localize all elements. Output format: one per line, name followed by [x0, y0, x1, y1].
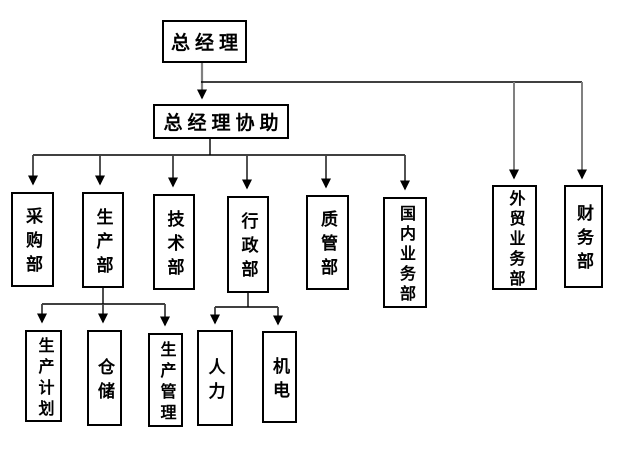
node-domestic-business-dept: 国内业务部 — [383, 197, 427, 308]
node-warehouse: 仓储 — [87, 330, 122, 426]
node-purchasing-dept: 采购部 — [11, 192, 54, 287]
node-technology-dept: 技术部 — [153, 194, 195, 290]
node-admin-dept: 行政部 — [227, 196, 269, 293]
node-label: 总经理协助 — [163, 113, 284, 134]
node-label: 生产部 — [93, 207, 113, 280]
node-mechanical-electrical: 机电 — [262, 331, 297, 423]
node-finance-dept: 财务部 — [564, 185, 603, 288]
node-label: 质管部 — [318, 210, 337, 282]
node-label: 人力 — [205, 357, 225, 406]
node-label: 总经理 — [170, 33, 243, 54]
node-label: 仓储 — [95, 357, 114, 406]
node-production-dept: 生产部 — [82, 192, 124, 288]
node-gm-assistant: 总经理协助 — [153, 104, 289, 139]
node-production-planning: 生产计划 — [25, 330, 62, 422]
connector-assistant-rail — [28, 139, 410, 191]
node-label: 采购部 — [23, 207, 42, 279]
node-label: 外贸业务部 — [506, 189, 524, 290]
node-label: 国内业务部 — [397, 204, 414, 305]
node-label: 技术部 — [164, 209, 184, 282]
node-label: 机电 — [270, 356, 289, 405]
node-quality-dept: 质管部 — [306, 195, 349, 290]
connector-admin-rail — [210, 293, 283, 326]
node-general-manager: 总经理 — [162, 20, 247, 63]
node-human-resources: 人力 — [197, 330, 233, 426]
node-label: 生产管理 — [157, 340, 175, 425]
node-foreign-trade-dept: 外贸业务部 — [492, 185, 537, 290]
node-label: 财务部 — [574, 204, 593, 276]
connector-production-rail — [37, 288, 170, 327]
node-production-management: 生产管理 — [148, 333, 183, 427]
node-label: 生产计划 — [35, 336, 53, 421]
node-label: 行政部 — [238, 212, 258, 284]
